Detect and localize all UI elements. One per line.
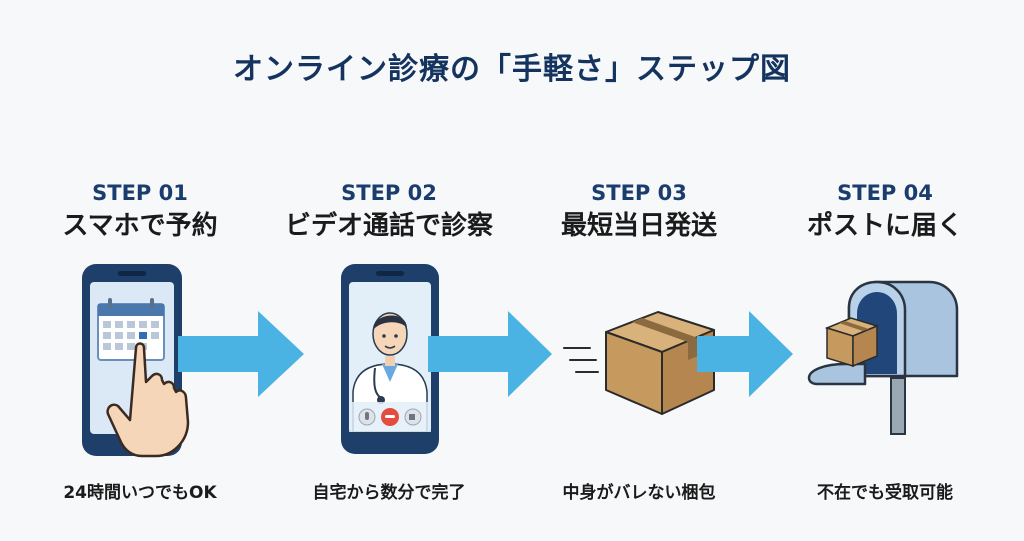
step-3: STEP 03 最短当日発送: [524, 180, 754, 244]
step-1: STEP 01 スマホで予約: [25, 180, 255, 244]
arrow-right-icon: [178, 311, 304, 397]
step-4-heading: ポストに届く: [806, 211, 963, 241]
phone-calendar-icon: [82, 264, 190, 458]
arrow-right-icon: [697, 311, 793, 397]
step-3-heading: 最短当日発送: [560, 211, 717, 241]
step-2-caption: 自宅から数分で完了: [312, 483, 466, 503]
step-1-caption: 24時間いつでもOK: [63, 483, 217, 503]
step-4: STEP 04 ポストに届く: [770, 180, 1000, 244]
video-call-doctor-icon: [341, 264, 439, 454]
step-3-label: STEP 03: [591, 181, 687, 205]
step-1-heading: スマホで予約: [62, 211, 218, 241]
step-4-label: STEP 04: [837, 181, 933, 205]
diagram-title: オンライン診療の「手軽さ」ステップ図: [233, 52, 791, 87]
step-3-caption: 中身がバレない梱包: [562, 483, 716, 503]
arrow-right-icon: [428, 311, 552, 397]
step-1-label: STEP 01: [92, 181, 188, 205]
step-2-label: STEP 02: [341, 181, 437, 205]
step-2-heading: ビデオ通話で診察: [284, 211, 493, 241]
step-2: STEP 02 ビデオ通話で診察: [274, 180, 504, 244]
mailbox-icon: [807, 280, 959, 435]
step-4-caption: 不在でも受取可能: [817, 483, 953, 503]
